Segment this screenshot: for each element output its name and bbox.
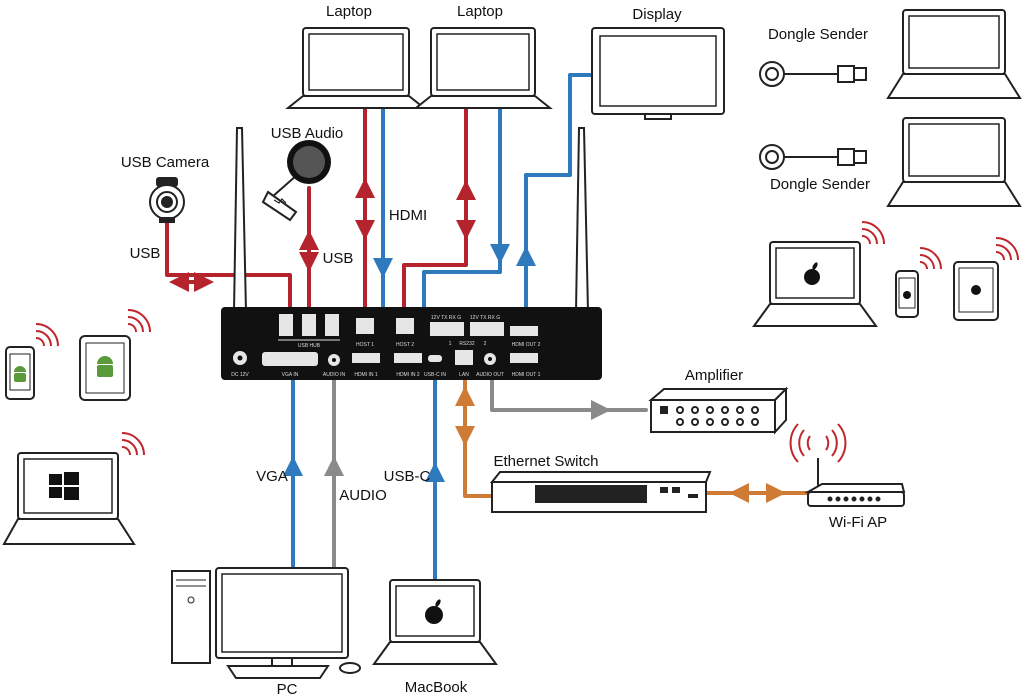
- laptop-2: [413, 27, 553, 109]
- wireless-presentation-hub: USB HUB HOST 1 HOST 2 12V TX RX G 12V TX…: [221, 127, 602, 380]
- usb-c-in-label: USB-C IN: [424, 372, 446, 378]
- display-label: Display: [632, 6, 682, 23]
- usb-hub-port-1: [279, 314, 293, 336]
- usb-right-label: USB: [323, 250, 354, 267]
- host-2-port: [396, 318, 414, 334]
- host-1-port: [356, 318, 374, 334]
- usb-hub-port-3: [325, 314, 339, 336]
- wifi-signal-icon: [35, 323, 59, 347]
- dongle-sender-1: [759, 61, 867, 87]
- macbook: [372, 579, 498, 665]
- lan-cable: [463, 366, 494, 498]
- usb-hub-label: USB HUB: [298, 343, 321, 349]
- antenna-right: [574, 127, 590, 313]
- audio-out-cable: [490, 366, 611, 420]
- amplifier-label: Amplifier: [685, 367, 743, 384]
- dongle-laptop-1: [886, 9, 1022, 99]
- usb-hub-port-2: [302, 314, 316, 336]
- laptop-1: [285, 27, 427, 109]
- laptop-1-label: Laptop: [326, 3, 372, 20]
- dongle-sender-1-label: Dongle Sender: [768, 26, 868, 43]
- windows-logo-icon: [49, 472, 79, 500]
- apple-logo-icon: [903, 291, 911, 299]
- apple-logo-icon: [425, 599, 443, 624]
- hdmi-out-2-port: [510, 326, 538, 336]
- rs232-pins-1: 12V TX RX G: [431, 315, 461, 321]
- lan-label: LAN: [459, 372, 469, 378]
- wifi-ap-label: Wi-Fi AP: [829, 514, 887, 531]
- host-2-label: HOST 2: [396, 342, 414, 348]
- rs232-port-2: [470, 322, 504, 336]
- antenna-left: [232, 127, 248, 313]
- android-icon: [97, 356, 113, 377]
- display: [591, 27, 725, 120]
- dongle-sender-2-label: Dongle Sender: [770, 176, 870, 193]
- wifi-signal-icon: [861, 221, 885, 245]
- apple-logo-icon: [804, 262, 820, 285]
- wifi-signal-icon: [995, 237, 1019, 261]
- usb-audio-label: USB Audio: [271, 125, 344, 142]
- hdmi-out-1-port: [510, 353, 538, 363]
- hdmi-out-1-label: HDMI OUT 1: [512, 372, 541, 378]
- android-icon: [14, 366, 26, 382]
- apple-logo-icon: [971, 285, 981, 295]
- audio-label: AUDIO: [339, 487, 387, 504]
- hdmi-in-2-label: HDMI IN 2: [396, 372, 420, 378]
- wifi-signal-icon: [121, 432, 145, 456]
- usb-c-in-port: [428, 355, 442, 362]
- windows-laptop: [2, 452, 136, 545]
- rs232-label: RS232: [459, 341, 475, 347]
- cables: [165, 73, 812, 582]
- wifi-signal-icon: [919, 247, 942, 270]
- laptop-2-label: Laptop: [457, 3, 503, 20]
- dc-12v-label: DC 12V: [231, 372, 249, 378]
- hdmi-in-2-port: [394, 353, 422, 363]
- usb-c-label: USB-C: [384, 468, 431, 485]
- wifi-ap: [804, 458, 906, 507]
- usb-left-label: USB: [130, 245, 161, 262]
- rs232-port-1: [430, 322, 464, 336]
- hdmi-out-2-label: HDMI OUT 2: [512, 342, 541, 348]
- vga-in-label: VGA IN: [282, 372, 299, 378]
- amplifier: [648, 386, 789, 435]
- usb-camera-device: [149, 177, 185, 223]
- ethernet-switch-label: Ethernet Switch: [493, 453, 598, 470]
- macbook-label: MacBook: [405, 679, 468, 696]
- hdmi-label: HDMI: [389, 207, 427, 224]
- vga-port: [262, 352, 318, 366]
- usb-audio-device: [261, 140, 331, 222]
- dongle-sender-2: [759, 144, 867, 170]
- hdmi-in-1-port: [352, 353, 380, 363]
- dongle-laptop-2: [886, 117, 1022, 207]
- pc: [171, 567, 361, 679]
- host-1-label: HOST 1: [356, 342, 374, 348]
- vga-label: VGA: [256, 468, 288, 485]
- audio-in-label: AUDIO IN: [323, 372, 346, 378]
- rs232-ch1: 1: [449, 341, 452, 347]
- ethernet-switch: [489, 471, 712, 513]
- wifi-signal-icon: [789, 423, 847, 463]
- lan-port: [455, 350, 473, 365]
- rs232-ch2: 2: [484, 341, 487, 347]
- wifi-signal-icon: [127, 309, 151, 333]
- usb-camera-cable: [165, 216, 300, 331]
- pc-label: PC: [277, 681, 298, 698]
- usb-camera-label: USB Camera: [121, 154, 210, 171]
- audio-out-label: AUDIO OUT: [476, 372, 504, 378]
- rs232-pins-2: 12V TX RX G: [470, 315, 500, 321]
- hdmi-in-1-label: HDMI IN 1: [354, 372, 378, 378]
